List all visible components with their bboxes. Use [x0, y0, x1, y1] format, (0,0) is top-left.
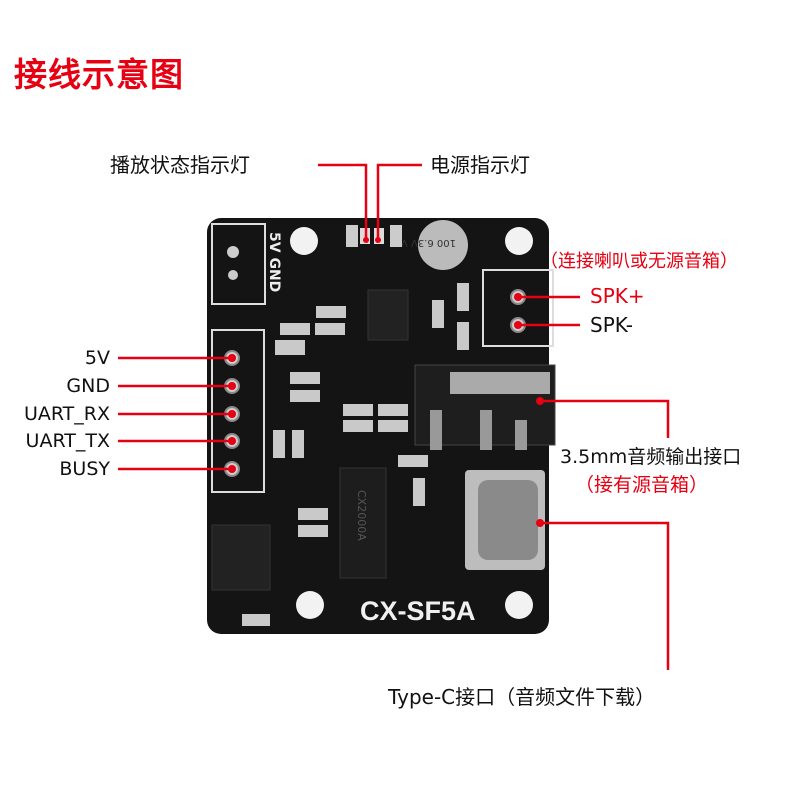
amp-chip [367, 289, 409, 341]
leader-lines [118, 163, 670, 670]
play-led-label: 播放状态指示灯 [110, 153, 250, 177]
jack-label: 3.5mm音频输出接口 [560, 446, 742, 468]
svg-text:100 6.3V VT: 100 6.3V VT [394, 237, 456, 248]
mounting-hole [505, 227, 533, 255]
mounting-hole [296, 591, 324, 619]
main-chip [339, 467, 387, 579]
flash-chip [211, 524, 271, 591]
capacitor [418, 220, 468, 270]
power-header-label: 5V GND [266, 232, 282, 292]
diagram-title: 接线示意图 [14, 55, 184, 94]
speaker-note: （连接喇叭或无源音箱） [540, 251, 738, 272]
spk-minus-label: SPK- [590, 313, 633, 337]
pin-label-uart-tx: UART_TX [25, 430, 110, 452]
power-led-label: 电源指示灯 [430, 153, 530, 177]
pin-label-5v: 5V [84, 347, 110, 369]
typec-label: Type-C接口（音频文件下载） [388, 685, 656, 709]
jack-note: （接有源音箱） [575, 474, 709, 496]
pin-label-uart-rx: UART_RX [23, 403, 110, 425]
svg-text:CX2000A: CX2000A [355, 490, 368, 541]
spk-plus-label: SPK+ [590, 284, 645, 308]
pin-label-gnd: GND [66, 375, 110, 397]
mounting-hole [290, 227, 318, 255]
mounting-hole [505, 591, 533, 619]
board-model: CX-SF5A [360, 596, 476, 626]
pin-label-busy: BUSY [59, 458, 110, 480]
